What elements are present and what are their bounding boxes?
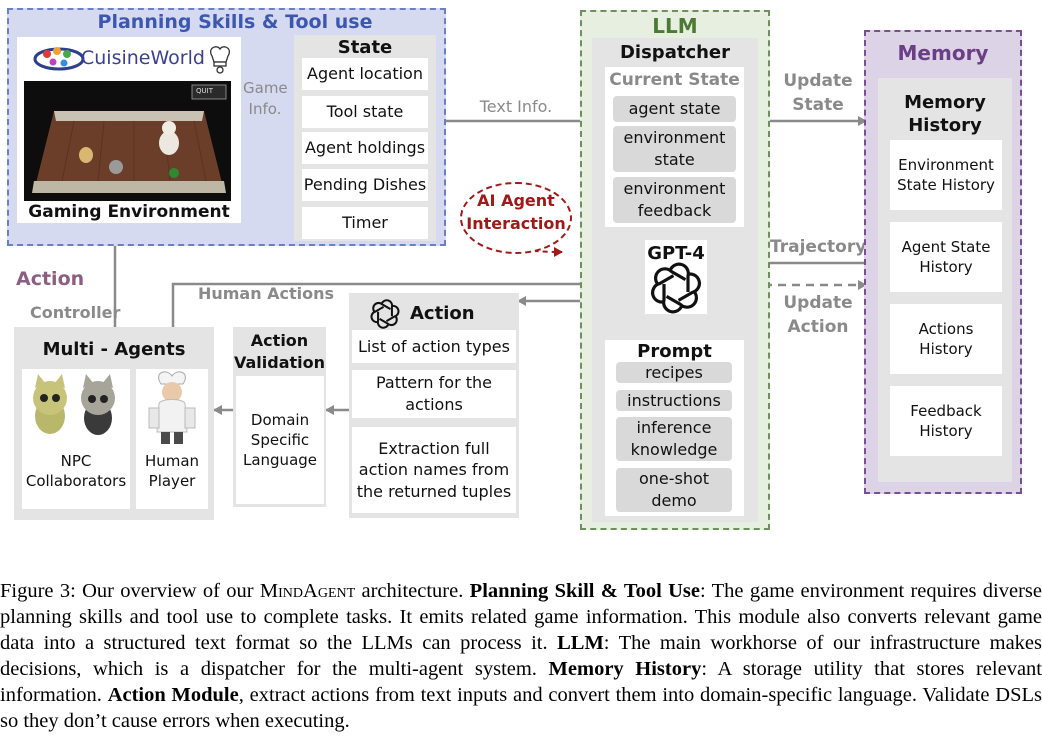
action-region-title: Action: [16, 268, 85, 290]
openai-small-logo-icon: [370, 299, 400, 329]
caption-p1: Figure 3: Our overview of our: [0, 580, 260, 602]
state-item-agent-location: Agent location: [302, 58, 428, 90]
text-info-label: Text Info.: [479, 97, 553, 116]
gaming-environment-panel: CuisineWorld QUIT Gaming Environment: [17, 37, 241, 223]
prompt-one-shot-demo: one-shot demo: [616, 468, 732, 512]
quit-button: QUIT: [196, 87, 213, 95]
prompt-instructions: instructions: [616, 390, 732, 411]
action-pattern: Pattern for the actions: [352, 370, 516, 418]
action-extraction: Extraction full action names from the re…: [352, 427, 516, 513]
memory-actions-history: Actions History: [890, 304, 1002, 374]
caption-b1: Planning Skill & Tool Use: [469, 580, 701, 602]
state-item-timer: Timer: [302, 207, 428, 239]
action-validation-title: Action Validation: [233, 331, 326, 372]
memory-title: Memory: [897, 41, 989, 65]
update-state-label: Update State: [783, 71, 853, 115]
caption-p3: : The game environment requires diverse …: [0, 580, 1042, 654]
caption-p4: : The main workhorse of our infrastructu…: [0, 632, 1042, 680]
chef-hat-icon: [210, 46, 230, 74]
gpt4-label: GPT-4: [647, 243, 705, 264]
caption-b4: Action Module: [107, 684, 239, 706]
npc-cat-characters-illustration: [33, 374, 115, 435]
human-actions-label: Human Actions: [197, 284, 335, 303]
memory-feedback-history: Feedback History: [890, 386, 1002, 456]
ai-agent-interaction-bubble: [460, 182, 572, 254]
logo-swirl-icon: [33, 47, 85, 71]
memory-agent-state-history: Agent State History: [890, 222, 1002, 292]
cuisineworld-logo: CuisineWorld: [31, 42, 231, 76]
figure-caption: Figure 3: Our overview of our MindAgent …: [0, 578, 1042, 734]
prompt-inference-knowledge: inference knowledge: [616, 417, 732, 461]
prompt-recipes: recipes: [616, 362, 732, 383]
update-action-label: Update Action: [783, 293, 853, 337]
game-info-label: Game Info.: [243, 79, 288, 118]
controller-label: Controller: [30, 303, 121, 322]
caption-p5: : A storage utility that stores relevant…: [0, 658, 1042, 706]
npc-collaborators-label: NPC Collaborators: [25, 452, 127, 490]
prompt-title: Prompt: [637, 341, 712, 362]
caption-p2: architecture.: [355, 580, 470, 602]
memory-history-title: Memory History: [904, 92, 986, 136]
human-actions-line: [171, 282, 645, 327]
gaming-environment-label: Gaming Environment: [28, 202, 230, 222]
caption-b2: LLM: [557, 632, 604, 654]
current-state-agent-state: agent state: [613, 96, 736, 122]
llm-title: LLM: [652, 14, 698, 38]
human-chef-player-illustration: [148, 371, 196, 444]
dispatcher-title: Dispatcher: [619, 42, 731, 63]
ai-agent-interaction-label: AI Agent Interaction: [466, 191, 566, 234]
state-item-tool-state: Tool state: [302, 96, 428, 128]
current-state-title: Current State: [609, 70, 740, 90]
current-state-environment-feedback: environment feedback: [613, 177, 736, 223]
caption-p6: , extract actions from text inputs and c…: [0, 684, 1042, 732]
openai-logo-icon: [651, 262, 701, 314]
game-scene-illustration: [24, 81, 231, 201]
action-list-of-types: List of action types: [352, 330, 516, 363]
multi-agents-title: Multi - Agents: [42, 339, 186, 360]
human-player-label: Human Player: [144, 452, 200, 490]
caption-b3: Memory History: [548, 658, 702, 680]
state-item-agent-holdings: Agent holdings: [302, 132, 428, 164]
trajectory-label: Trajectory: [770, 237, 867, 257]
planning-title: Planning Skills & Tool use: [97, 11, 373, 33]
state-title: State: [337, 37, 393, 58]
state-item-pending-dishes: Pending Dishes: [302, 169, 428, 201]
memory-environment-state-history: Environment State History: [890, 140, 1002, 210]
action-validation-dsl: Domain Specific Language: [236, 376, 324, 504]
caption-mindagent: MindAgent: [259, 580, 356, 602]
current-state-environment-state: environment state: [613, 126, 736, 172]
action-module-title: Action: [410, 303, 475, 324]
game-screenshot: QUIT: [24, 81, 231, 201]
logo-text: CuisineWorld: [81, 47, 205, 69]
